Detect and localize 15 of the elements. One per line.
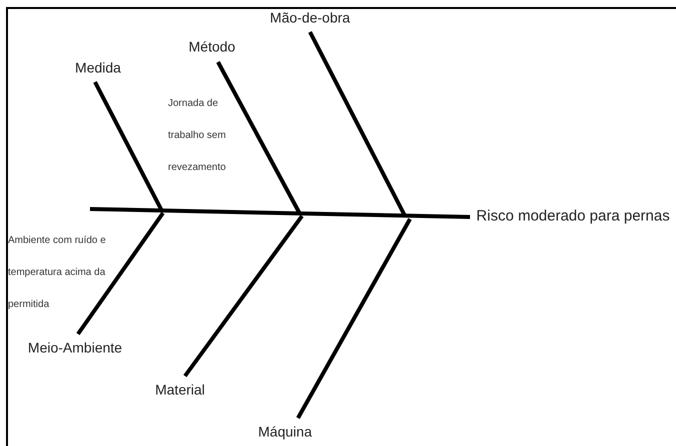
bone-line xyxy=(308,31,407,217)
cause-note: Jornada de trabalho sem revezamento xyxy=(168,97,227,175)
category-label: Medida xyxy=(75,59,121,77)
effect-label: Risco moderado para pernas xyxy=(476,208,670,226)
bone-line xyxy=(93,81,164,212)
category-label: Máquina xyxy=(258,423,312,441)
category-label: Método xyxy=(188,38,236,56)
bone-line xyxy=(183,214,304,378)
category-label: Meio-Ambiente xyxy=(28,339,122,357)
bone-line xyxy=(76,212,165,336)
category-label: Material xyxy=(155,381,205,399)
category-label: Mão-de-obra xyxy=(270,9,350,27)
spine-line xyxy=(90,207,470,219)
cause-note: Ambiente com ruído e temperatura acima da permitida xyxy=(8,234,107,312)
bone-line xyxy=(296,218,412,419)
